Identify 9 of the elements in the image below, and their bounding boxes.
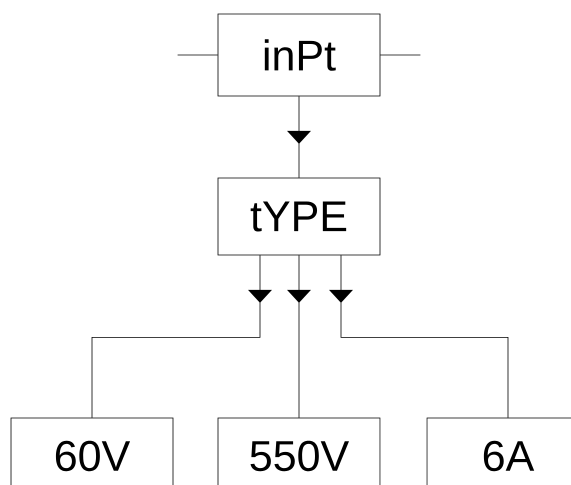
process-box: 60V bbox=[10, 418, 174, 485]
process-box: inPt bbox=[218, 14, 380, 96]
arrow bbox=[329, 254, 508, 418]
process-box: 550V bbox=[218, 418, 380, 485]
arrow bbox=[287, 96, 311, 178]
arrow bbox=[287, 254, 311, 418]
arrow bbox=[92, 254, 272, 418]
process-box: tYPE bbox=[218, 178, 380, 256]
process-box: 6A bbox=[426, 418, 571, 485]
